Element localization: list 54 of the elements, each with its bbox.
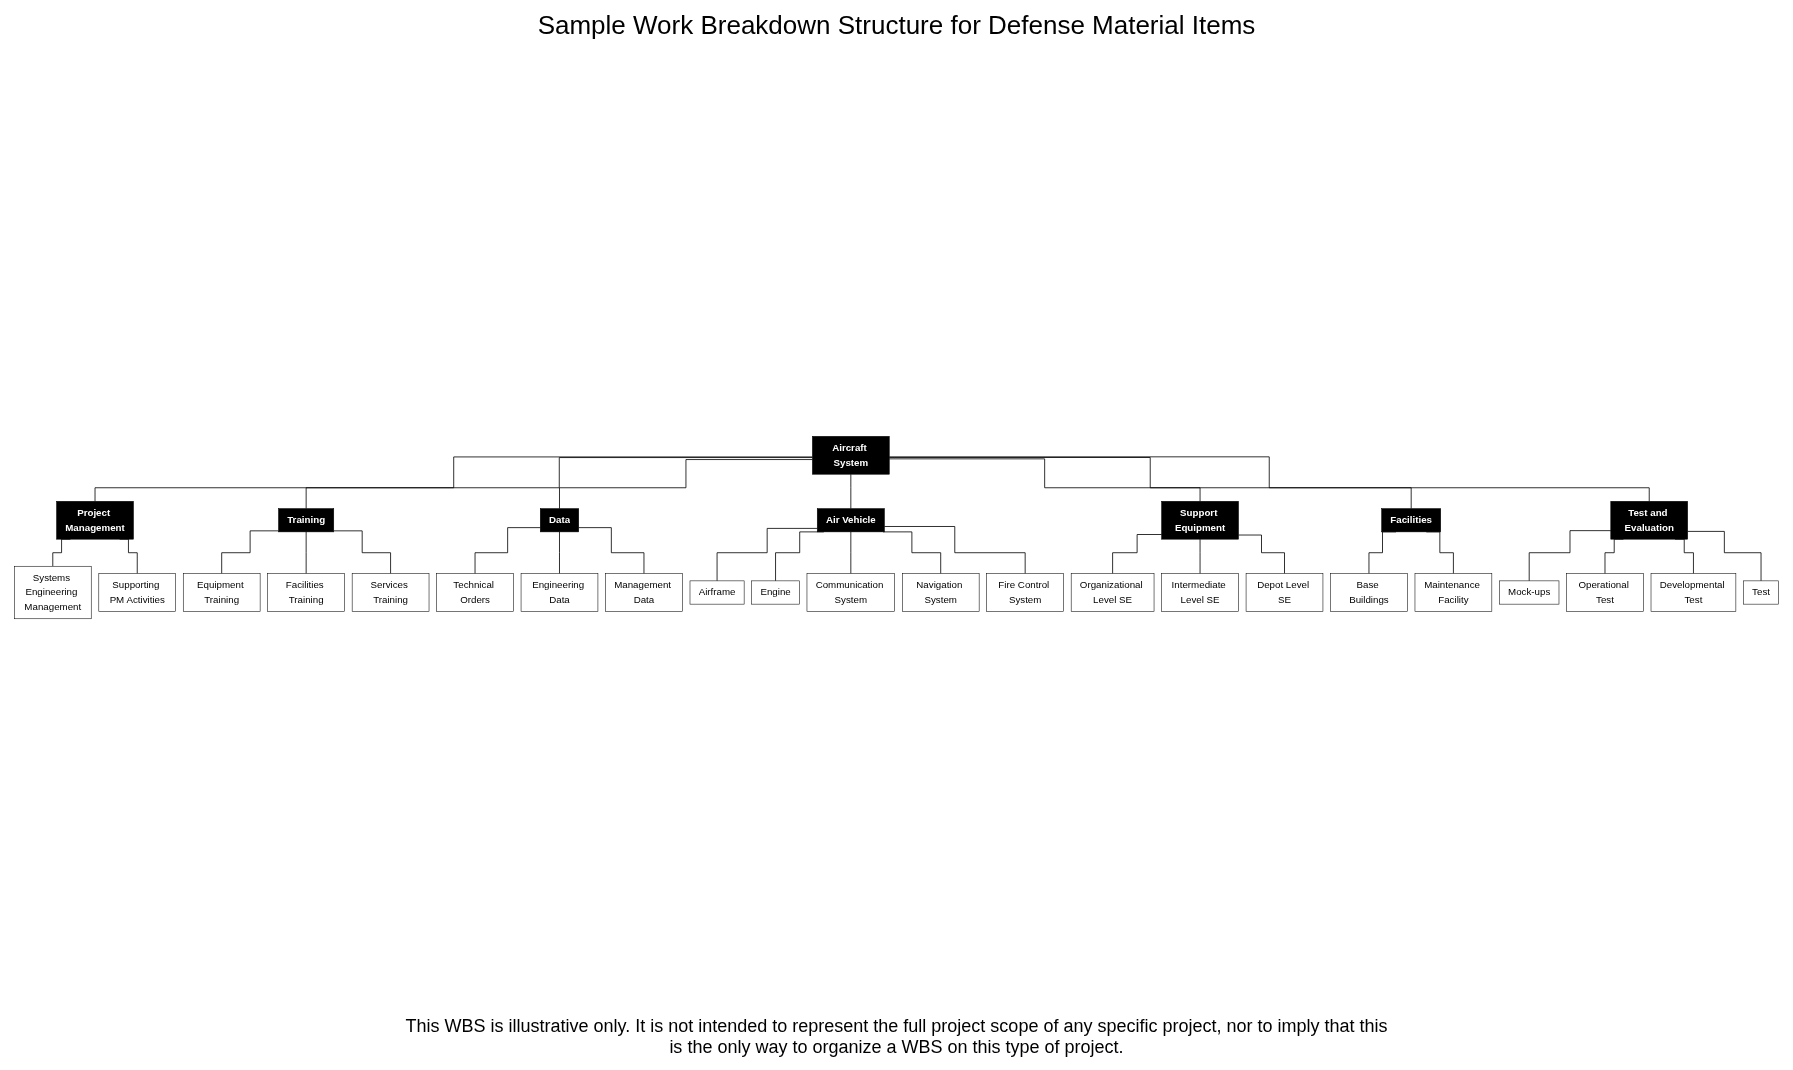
node-box: Airframe <box>689 580 745 605</box>
node-box: Maintenance Facility <box>1414 573 1493 612</box>
connector <box>850 531 852 574</box>
node-box: Equipment Training <box>183 573 261 612</box>
connector <box>578 527 645 574</box>
node-box: Depot Level SE <box>1245 573 1324 612</box>
connector <box>1112 534 1163 574</box>
node-box: Communication System <box>806 573 895 612</box>
connector <box>1687 530 1762 582</box>
diagram-title: Sample Work Breakdown Structure for Defense Material Items <box>537 10 1256 41</box>
connector <box>888 456 1650 502</box>
caption: This WBS is illustrative only. It is not intended to represent the full project scope of any specific project, nor to imply that this is the only way to organize a WBS on this type of project. <box>404 1016 1389 1058</box>
node-box: Fire Control System <box>986 573 1064 612</box>
connector <box>474 527 541 574</box>
node-box: Aircraft System <box>812 436 890 475</box>
node-box: Organizational Level SE <box>1070 573 1155 612</box>
connector <box>333 530 391 574</box>
node-box: Support Equipment <box>1161 500 1239 540</box>
connector <box>716 527 818 582</box>
node-box: Intermediate Level SE <box>1161 573 1239 612</box>
connector <box>888 457 1412 509</box>
node-box: Services Training <box>351 573 430 612</box>
node-box: Systems Engineering Management <box>14 565 92 619</box>
connector <box>94 456 813 502</box>
node-box: Test and Evaluation <box>1610 500 1688 540</box>
node-box: Base Buildings <box>1330 573 1408 612</box>
node-box: Test <box>1743 580 1779 605</box>
connector <box>850 473 852 509</box>
connector <box>559 459 813 509</box>
node-box: Developmental Test <box>1650 573 1737 612</box>
node-box: Facilities Training <box>267 573 345 612</box>
node-box: Facilities <box>1381 508 1441 533</box>
connector <box>305 531 307 574</box>
connector <box>882 531 942 574</box>
node-box: Data <box>540 508 579 533</box>
node-box: Management Data <box>605 573 683 612</box>
connector <box>305 457 813 509</box>
node-box: Engineering Data <box>520 573 599 612</box>
connector <box>559 531 560 574</box>
connector <box>1528 530 1612 582</box>
connector <box>888 458 1201 502</box>
connector <box>1199 538 1201 574</box>
node-box: Training <box>278 508 334 533</box>
node-box: Air Vehicle <box>817 508 885 533</box>
node-box: Engine <box>751 580 800 605</box>
connector <box>884 526 1026 574</box>
node-box: Supporting PM Activities <box>98 573 176 612</box>
node-box: Mock-ups <box>1499 580 1560 605</box>
node-box: Technical Orders <box>436 573 514 612</box>
connector <box>221 530 279 574</box>
node-box: Navigation System <box>902 573 980 612</box>
node-box: Project Management <box>56 500 134 540</box>
node-box: Operational Test <box>1566 573 1644 612</box>
connector <box>1238 534 1285 574</box>
